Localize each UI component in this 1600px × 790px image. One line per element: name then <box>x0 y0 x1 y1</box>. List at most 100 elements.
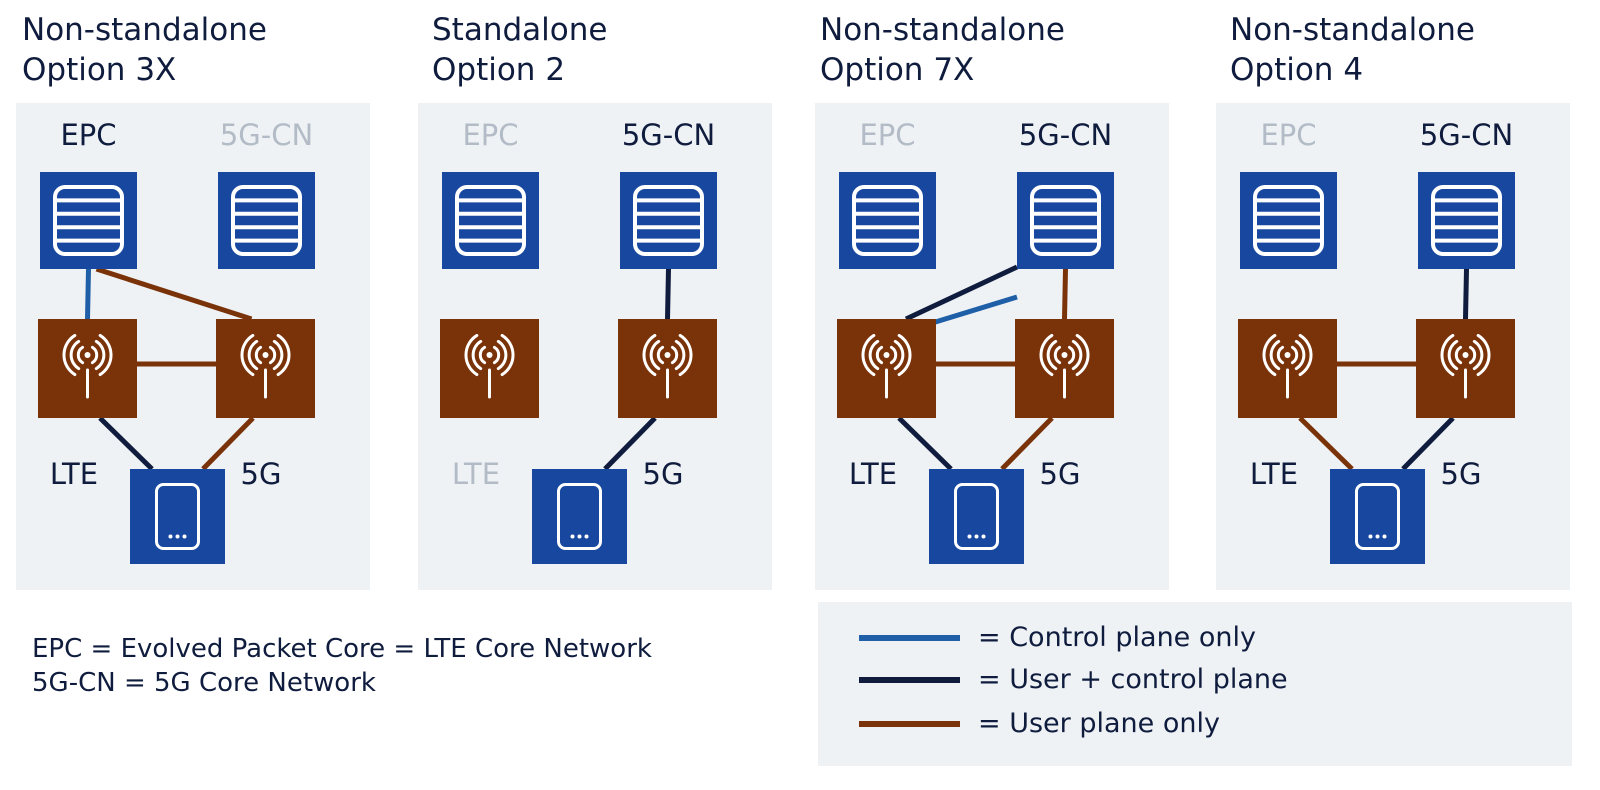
connections <box>85 266 255 471</box>
connection-radio-right-to-device-user <box>1000 416 1054 471</box>
core-right-label: 5G-CN <box>1019 118 1112 152</box>
connection-core-left-to-radio-left-control <box>85 268 91 320</box>
antenna-icon <box>1039 333 1090 399</box>
server-stack-icon <box>1030 185 1101 256</box>
legend-item-control-plane: = Control plane only <box>838 620 1538 656</box>
core-left-node <box>1240 172 1337 269</box>
connection-radio-left-to-device-user-control <box>98 416 154 471</box>
device-node <box>929 469 1024 564</box>
connection-core-left-to-radio-right-user <box>95 266 253 322</box>
core-right-label: 5G-CN <box>220 118 313 152</box>
connection-radio-right-to-device-user <box>201 416 255 471</box>
connections <box>603 268 671 471</box>
radio-right-label: 5G <box>241 457 282 491</box>
legend-swatch-control <box>859 635 960 641</box>
panel-title-line1: Non-standalone <box>22 12 267 48</box>
panel-title-line2: Option 2 <box>432 52 566 88</box>
antenna-icon <box>642 333 693 399</box>
device-node <box>532 469 627 564</box>
panel-title-line2: Option 4 <box>1230 52 1364 88</box>
note-epc-definition: EPC = Evolved Packet Core = LTE Core Net… <box>32 634 652 664</box>
legend: = Control plane only = User + control pl… <box>818 602 1572 766</box>
antenna-icon <box>62 333 113 399</box>
core-right-node <box>620 172 717 269</box>
radio-right-node <box>1416 319 1515 418</box>
panel-title-line2: Option 7X <box>820 52 975 88</box>
panel-title: Non-standalone Option 7X <box>820 10 1180 90</box>
core-left-label: EPC <box>60 118 116 152</box>
legend-item-user-control-plane: = User + control plane <box>838 662 1538 698</box>
smartphone-icon <box>1355 483 1400 550</box>
radio-right-node <box>216 319 315 418</box>
connection-core-right-to-radio-right-user-control <box>665 268 671 320</box>
core-left-label: EPC <box>462 118 518 152</box>
radio-right-label: 5G <box>643 457 684 491</box>
core-left-node <box>839 172 936 269</box>
panel-title: Standalone Option 2 <box>432 10 792 90</box>
diagram-option-3x: EPC 5G-CN LTE 5G <box>38 118 315 564</box>
core-right-label: 5G-CN <box>1420 118 1513 152</box>
server-stack-icon <box>633 185 704 256</box>
connection-radio-left-to-device-user-control <box>897 416 953 471</box>
legend-label-user-control: = User + control plane <box>978 664 1288 695</box>
connection-radio-right-to-device-user-control <box>1401 416 1455 471</box>
legend-item-user-plane: = User plane only <box>838 706 1538 742</box>
core-right-label: 5G-CN <box>622 118 715 152</box>
antenna-icon <box>464 333 515 399</box>
panel-title-line1: Non-standalone <box>1230 12 1475 48</box>
core-right-node <box>1017 172 1114 269</box>
panel-title-line1: Non-standalone <box>820 12 1065 48</box>
core-left-node <box>40 172 137 269</box>
server-stack-icon <box>53 185 124 256</box>
legend-label-user: = User plane only <box>978 708 1220 739</box>
server-stack-icon <box>1431 185 1502 256</box>
device-node <box>1330 469 1425 564</box>
radio-left-label: LTE <box>452 457 500 491</box>
connection-radio-right-to-device-user-control <box>603 416 657 471</box>
radio-left-label: LTE <box>849 457 897 491</box>
smartphone-icon <box>954 483 999 550</box>
antenna-icon <box>861 333 912 399</box>
connections <box>1298 268 1469 471</box>
radio-right-node <box>1015 319 1114 418</box>
radio-left-node <box>837 319 936 418</box>
core-right-node <box>1418 172 1515 269</box>
radio-left-label: LTE <box>1250 457 1298 491</box>
panel-title: Non-standalone Option 3X <box>22 10 382 90</box>
server-stack-icon <box>852 185 923 256</box>
core-left-node <box>442 172 539 269</box>
radio-right-label: 5G <box>1040 457 1081 491</box>
radio-right-label: 5G <box>1441 457 1482 491</box>
radio-left-node <box>1238 319 1337 418</box>
server-stack-icon <box>1253 185 1324 256</box>
radio-left-node <box>440 319 539 418</box>
radio-left-node <box>38 319 137 418</box>
smartphone-icon <box>557 483 602 550</box>
panel-title-line2: Option 3X <box>22 52 177 88</box>
device-node <box>130 469 225 564</box>
smartphone-icon <box>155 483 200 550</box>
legend-label-control: = Control plane only <box>978 622 1256 653</box>
antenna-icon <box>1440 333 1491 399</box>
radio-left-label: LTE <box>50 457 98 491</box>
diagram-option-4: EPC 5G-CN LTE 5G <box>1238 118 1515 564</box>
diagram-option-2: EPC 5G-CN LTE 5G <box>440 118 717 564</box>
diagram-option-7x: EPC 5G-CN LTE 5G <box>837 118 1114 564</box>
core-right-node <box>218 172 315 269</box>
panel-title: Non-standalone Option 4 <box>1230 10 1590 90</box>
antenna-icon <box>240 333 291 399</box>
note-5gcn-definition: 5G-CN = 5G Core Network <box>32 668 376 698</box>
connection-core-right-to-radio-right-user-control <box>1463 268 1469 320</box>
core-left-label: EPC <box>1260 118 1316 152</box>
connection-radio-left-to-device-user <box>1298 416 1354 471</box>
panel-title-line1: Standalone <box>432 12 608 48</box>
server-stack-icon <box>231 185 302 256</box>
antenna-icon <box>1262 333 1313 399</box>
core-left-label: EPC <box>859 118 915 152</box>
connection-core-right-to-radio-left-user-control <box>904 264 1019 322</box>
legend-swatch-user <box>859 721 960 727</box>
server-stack-icon <box>455 185 526 256</box>
radio-right-node <box>618 319 717 418</box>
connection-core-right-to-radio-right-user <box>1062 268 1068 320</box>
legend-swatch-user-control <box>859 677 960 683</box>
